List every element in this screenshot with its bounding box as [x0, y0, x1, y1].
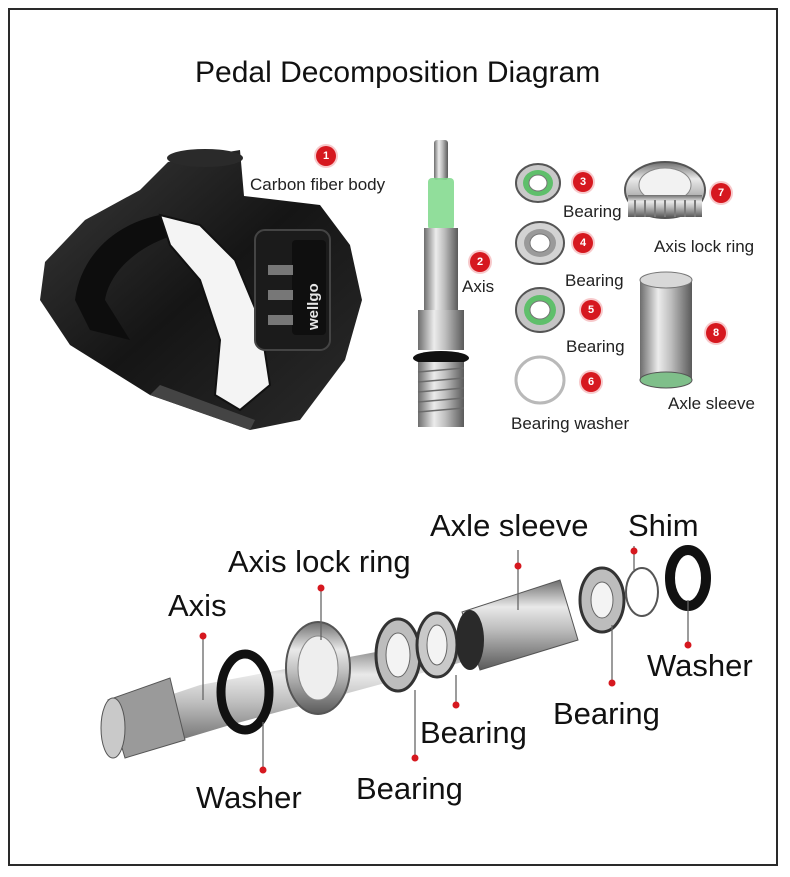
axle-sleeve-illustration	[639, 271, 693, 389]
badge-5: 5	[581, 300, 601, 320]
axis-illustration	[413, 140, 469, 427]
diagram-title: Pedal Decomposition Diagram	[195, 56, 601, 89]
label-axis-lock-ring-assembly: Axis lock ring	[228, 544, 411, 579]
badge-6: 6	[581, 372, 601, 392]
label-axis-top: Axis	[462, 277, 495, 296]
badge-7: 7	[711, 183, 731, 203]
brand-logo-text: wellgo	[305, 283, 322, 331]
assembly-illustration	[100, 545, 711, 759]
label-axle-sleeve-top: Axle sleeve	[668, 394, 755, 413]
bearing-washer-illustration	[514, 355, 566, 405]
badge-8: 8	[706, 323, 726, 343]
label-washer-left: Washer	[196, 780, 302, 815]
label-bearing-mid: Bearing	[420, 715, 527, 750]
axis-lock-ring-illustration	[624, 161, 706, 219]
badge-2: 2	[470, 252, 490, 272]
bearing-3-illustration	[515, 163, 561, 203]
badge-1: 1	[316, 146, 336, 166]
label-washer-right: Washer	[647, 648, 753, 683]
label-bearing-3: Bearing	[563, 202, 622, 221]
label-axle-sleeve-assembly: Axle sleeve	[430, 508, 589, 543]
leader-dots	[199, 547, 692, 774]
label-axis-lock-ring-top: Axis lock ring	[654, 237, 755, 256]
label-bearing-washer: Bearing washer	[511, 414, 630, 433]
label-bearing-low: Bearing	[356, 771, 463, 806]
label-bearing-5: Bearing	[566, 337, 625, 356]
label-bearing-4: Bearing	[565, 271, 624, 290]
diagram-frame	[8, 8, 778, 866]
bearing-4-illustration	[515, 221, 565, 265]
label-carbon-fiber-body: Carbon fiber body	[250, 175, 386, 194]
label-shim: Shim	[628, 508, 699, 543]
pedal-body-illustration: wellgo	[40, 149, 362, 430]
badge-3: 3	[573, 172, 593, 192]
label-bearing-right: Bearing	[553, 696, 660, 731]
bearing-5-illustration	[515, 287, 565, 333]
badge-4: 4	[573, 233, 593, 253]
leader-lines	[202, 546, 689, 770]
label-axis-assembly: Axis	[168, 588, 227, 623]
